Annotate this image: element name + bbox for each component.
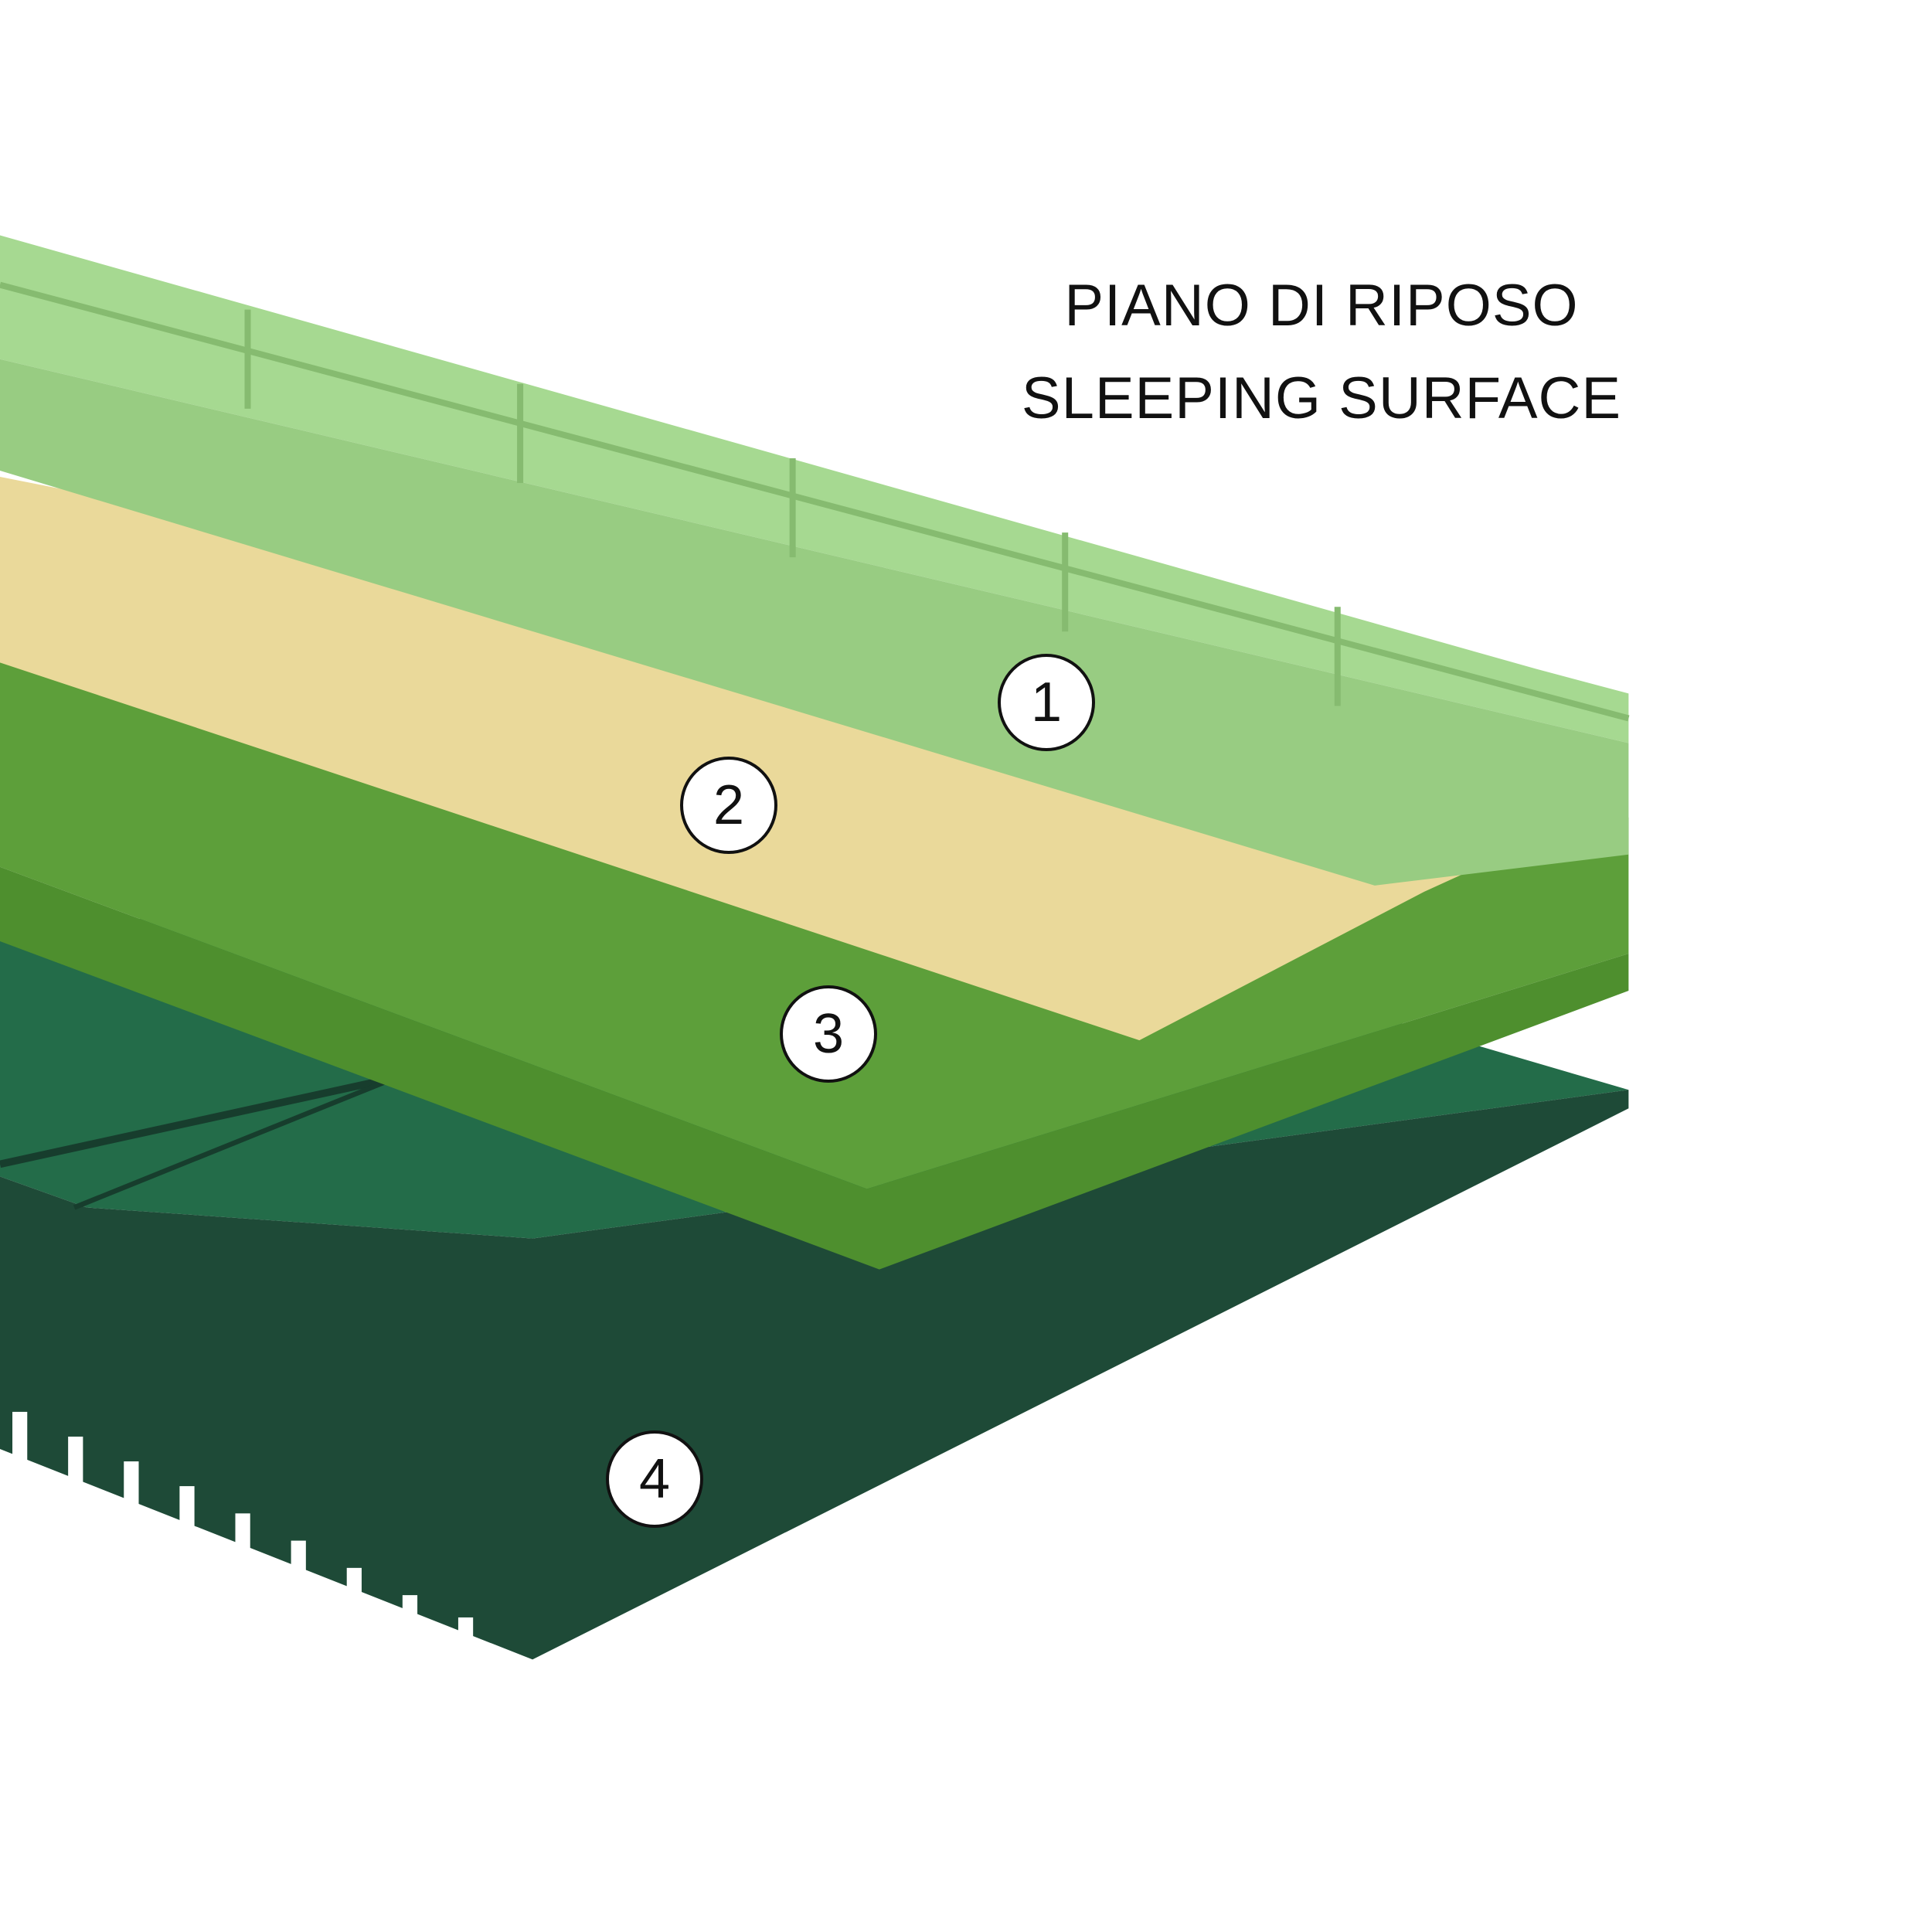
heading-italian: PIANO DI RIPOSO bbox=[1064, 273, 1579, 338]
layer-4-number-badge: 4 bbox=[606, 1430, 703, 1528]
heading-english: SLEEPING SURFACE bbox=[1021, 366, 1622, 431]
layer-1-top-foam bbox=[0, 235, 1630, 886]
layer-1-number-badge: 1 bbox=[998, 654, 1095, 751]
layer-2-natural-fiber bbox=[0, 476, 1629, 1041]
layer-3-number-badge: 3 bbox=[780, 985, 877, 1083]
layer-2-number-badge: 2 bbox=[680, 757, 777, 854]
